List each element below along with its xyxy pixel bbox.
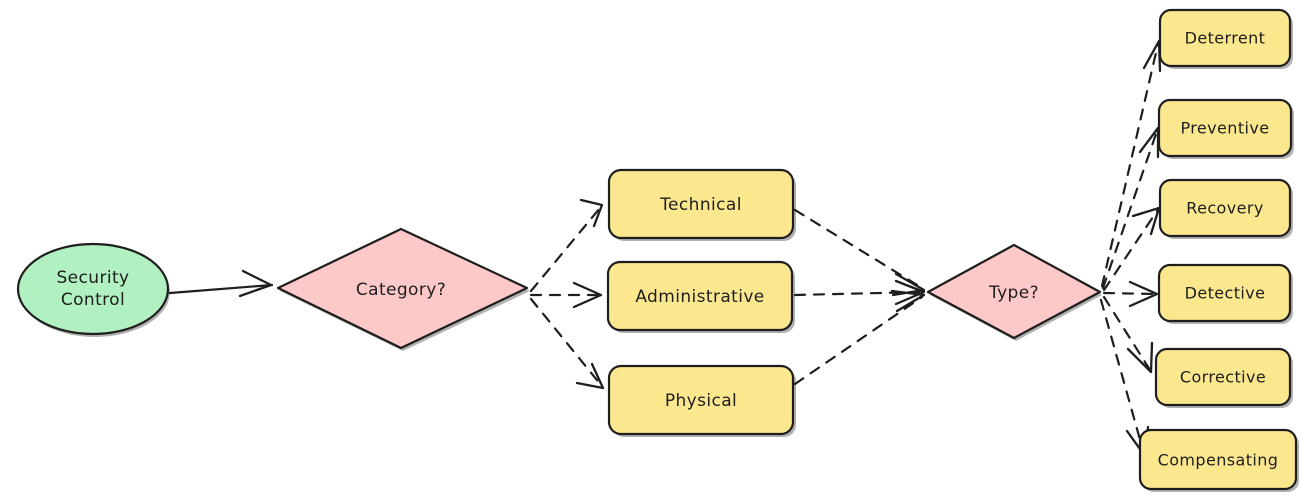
node-decision-type-label: Type? xyxy=(988,283,1039,303)
node-preventive[interactable]: Preventive xyxy=(1157,98,1294,159)
node-detective[interactable]: Detective xyxy=(1157,263,1293,324)
edge-type-to-compensating xyxy=(1099,298,1150,458)
edge-technical-to-type xyxy=(793,208,926,297)
node-decision-type[interactable]: Type? xyxy=(926,243,1102,341)
node-physical-label: Physical xyxy=(665,391,737,411)
node-deterrent-label: Deterrent xyxy=(1185,29,1266,48)
node-recovery-label: Recovery xyxy=(1186,199,1263,218)
node-compensating[interactable]: Compensating xyxy=(1138,428,1299,492)
node-deterrent[interactable]: Deterrent xyxy=(1158,8,1293,69)
node-security-control-line2: Control xyxy=(61,290,125,310)
node-preventive-label: Preventive xyxy=(1181,119,1270,138)
edge-physical-to-type xyxy=(793,289,926,386)
node-administrative-label: Administrative xyxy=(635,287,764,307)
node-security-control-line1: Security xyxy=(56,268,129,288)
edge-category-to-administrative xyxy=(529,281,603,309)
edge-type-to-corrective xyxy=(1102,295,1154,374)
node-detective-label: Detective xyxy=(1185,284,1266,303)
node-recovery[interactable]: Recovery xyxy=(1158,178,1293,239)
edge-start-to-category xyxy=(168,269,274,298)
node-compensating-label: Compensating xyxy=(1158,451,1279,470)
node-technical-label: Technical xyxy=(659,195,742,215)
node-physical[interactable]: Physical xyxy=(607,364,796,437)
edge-type-to-detective xyxy=(1102,280,1159,308)
node-corrective-label: Corrective xyxy=(1180,368,1266,387)
node-corrective[interactable]: Corrective xyxy=(1154,347,1293,408)
node-security-control[interactable]: Security Control xyxy=(16,242,170,337)
edge-category-to-physical xyxy=(529,297,605,390)
edge-type-to-recovery xyxy=(1102,206,1161,292)
node-decision-category-label: Category? xyxy=(356,280,446,300)
node-administrative[interactable]: Administrative xyxy=(606,260,795,333)
node-technical[interactable]: Technical xyxy=(607,168,796,241)
edge-category-to-technical xyxy=(529,198,604,293)
node-decision-category[interactable]: Category? xyxy=(276,227,530,351)
edge-type-to-preventive xyxy=(1101,126,1160,290)
